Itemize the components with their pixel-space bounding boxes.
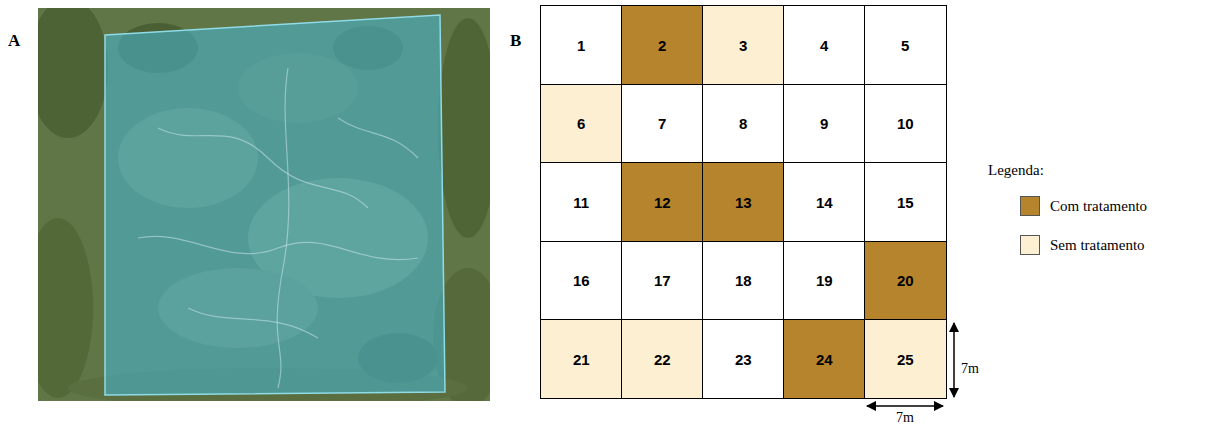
plot-number: 10 xyxy=(897,115,914,132)
plot-number: 21 xyxy=(573,351,590,368)
plot-number: 15 xyxy=(897,194,914,211)
plot-cell: 9 xyxy=(783,84,866,164)
plot-number: 23 xyxy=(735,351,752,368)
plot-cell: 23 xyxy=(702,319,785,399)
plot-number: 6 xyxy=(577,115,585,132)
legend-text: Com tratamento xyxy=(1050,199,1147,214)
legend-text: Sem tratamento xyxy=(1050,238,1145,253)
vegetation-texture xyxy=(38,8,490,401)
plot-cell: 18 xyxy=(702,241,785,321)
plot-number: 22 xyxy=(654,351,671,368)
plot-number: 1 xyxy=(577,37,585,54)
horizontal-dimension-arrow xyxy=(867,405,943,407)
plot-number: 19 xyxy=(816,272,833,289)
panel-letter: A xyxy=(8,32,20,49)
plot-number: 24 xyxy=(816,351,833,368)
dimension-label: 7m xyxy=(961,362,979,376)
plot-number: 17 xyxy=(654,272,671,289)
aerial-photo xyxy=(38,8,490,401)
plot-number: 3 xyxy=(739,37,747,54)
vertical-dimension-arrow xyxy=(953,323,955,397)
plot-cell: 7 xyxy=(621,84,704,164)
plot-cell: 22 xyxy=(621,319,704,399)
plot-cell: 24 xyxy=(783,319,866,399)
dimension-label: 7m xyxy=(896,411,914,425)
plot-cell: 25 xyxy=(864,319,947,399)
plot-cell: 4 xyxy=(783,5,866,85)
plot-number: 20 xyxy=(897,272,914,289)
plot-number: 7 xyxy=(658,115,666,132)
plot-number: 14 xyxy=(816,194,833,211)
plot-cell: 19 xyxy=(783,241,866,321)
plot-cell: 11 xyxy=(540,162,623,242)
plot-number: 8 xyxy=(739,115,747,132)
plot-cell: 2 xyxy=(621,5,704,85)
plot-cell: 1 xyxy=(540,5,623,85)
plot-cell: 13 xyxy=(702,162,785,242)
legend-swatch xyxy=(1020,196,1040,216)
light-streaks xyxy=(138,68,418,388)
plot-cell: 15 xyxy=(864,162,947,242)
plot-cell: 20 xyxy=(864,241,947,321)
plot-number: 2 xyxy=(658,37,666,54)
plot-cell: 12 xyxy=(621,162,704,242)
study-area-polygon xyxy=(105,15,445,395)
plot-number: 9 xyxy=(820,115,828,132)
legend-swatch xyxy=(1020,235,1040,255)
plot-cell: 16 xyxy=(540,241,623,321)
photo-ground xyxy=(38,8,490,401)
plot-cell: 8 xyxy=(702,84,785,164)
plot-number: 25 xyxy=(897,351,914,368)
plot-cell: 5 xyxy=(864,5,947,85)
plot-cell: 21 xyxy=(540,319,623,399)
plot-number: 5 xyxy=(901,37,909,54)
plot-number: 12 xyxy=(654,194,671,211)
plot-cell: 3 xyxy=(702,5,785,85)
plot-number: 18 xyxy=(735,272,752,289)
legend-heading: Legenda: xyxy=(988,163,1044,178)
plot-number: 4 xyxy=(820,37,828,54)
plot-cell: 17 xyxy=(621,241,704,321)
plot-cell: 6 xyxy=(540,84,623,164)
plot-cell: 14 xyxy=(783,162,866,242)
plot-cell: 10 xyxy=(864,84,947,164)
plot-number: 16 xyxy=(573,272,590,289)
panel-letter: B xyxy=(510,32,521,49)
plot-number: 11 xyxy=(573,194,589,211)
plot-number: 13 xyxy=(735,194,752,211)
